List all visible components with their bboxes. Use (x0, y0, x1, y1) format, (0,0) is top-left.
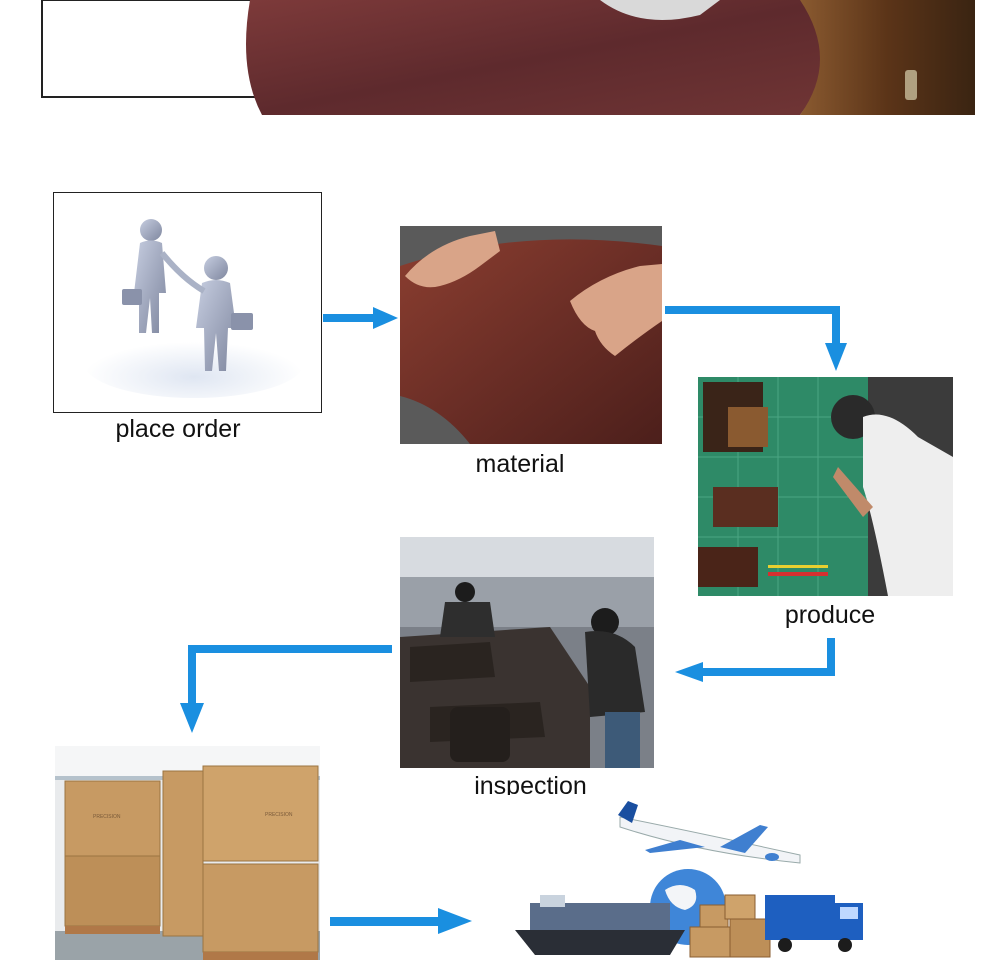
truck-icon (765, 895, 863, 952)
packing-image: PRECISION PRECISION (55, 746, 320, 960)
arrow-turn-down-icon (665, 306, 847, 371)
box-text: PRECISION (265, 812, 293, 818)
inspection-image (400, 537, 654, 768)
shipping-image (500, 795, 880, 960)
top-banner (0, 0, 1000, 120)
produce-label: produce (784, 601, 876, 629)
cargo-ship-icon (515, 895, 685, 955)
material-label: material (475, 450, 565, 478)
parcels-icon (689, 894, 771, 958)
box-text: PRECISION (93, 814, 121, 820)
arrow-right-icon (323, 307, 398, 329)
leather-bag-image (41, 0, 975, 115)
arrow-right-icon (330, 908, 472, 934)
place-order-image (53, 192, 322, 413)
place-order-label: place order (115, 415, 241, 443)
produce-image (698, 377, 953, 596)
material-image (400, 226, 662, 444)
airplane-icon (618, 801, 801, 864)
arrow-turn-down-left-icon (180, 645, 392, 733)
arrow-turn-left-icon (675, 638, 835, 682)
